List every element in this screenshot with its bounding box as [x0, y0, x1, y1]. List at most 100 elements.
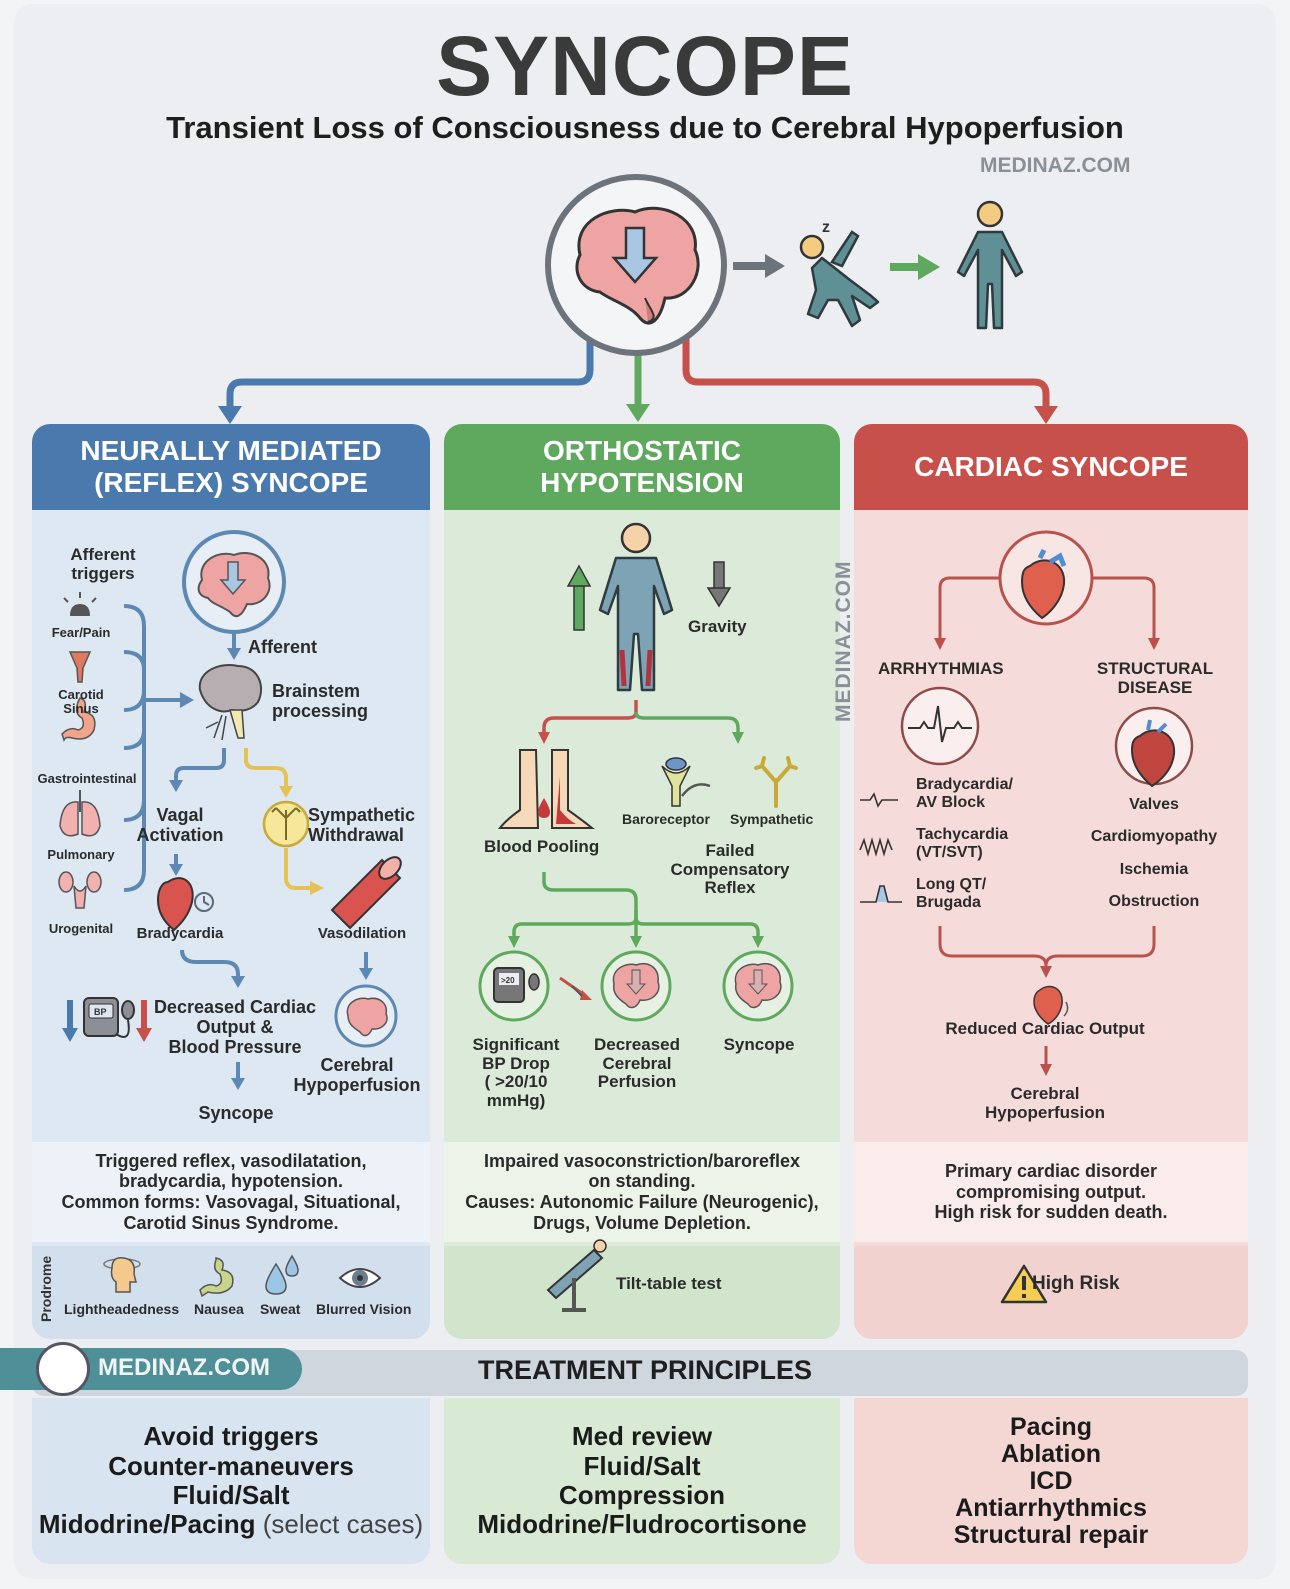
- treatment-orthostatic: Med review Fluid/Salt Compression Midodr…: [444, 1398, 840, 1564]
- bpdrop-line2: BP Drop: [482, 1053, 550, 1073]
- standing-person-icon: [956, 200, 1024, 330]
- arr-item-line2: AV Block: [916, 793, 986, 811]
- prodrome-blurred-vision: Blurred Vision: [316, 1301, 412, 1317]
- reflex-description: Triggered reflex, vasodilatation,bradyca…: [32, 1142, 430, 1242]
- ortho-desc-line: Causes: Autonomic Failure (Neurogenic),: [465, 1192, 819, 1212]
- structural-item-cardiomyopathy: Cardiomyopathy: [1090, 828, 1218, 845]
- branch-reflex-connector: [226, 335, 594, 410]
- bradycardia-heart-icon: [156, 877, 214, 932]
- prodrome-icons: [103, 1254, 382, 1298]
- carotid-line1: Carotid: [58, 687, 104, 702]
- treatment-item: Counter-maneuvers: [108, 1450, 354, 1481]
- structural-line2: DISEASE: [1117, 677, 1193, 697]
- treatment-item: ICD: [1029, 1466, 1073, 1495]
- bradycardia-label: Bradycardia: [136, 925, 224, 942]
- treatment-item: Avoid triggers: [143, 1421, 319, 1452]
- brainstem-line1: Brainstem: [272, 681, 361, 701]
- bpdrop-line1: Significant: [472, 1035, 560, 1054]
- lightheadedness-icon: [103, 1256, 141, 1293]
- high-risk-label: High Risk: [1032, 1273, 1120, 1294]
- blood-pooling-label: Blood Pooling: [484, 837, 600, 856]
- brand-logo-text: MEDINAZ.COM: [98, 1354, 270, 1381]
- arrhythmia-item: Tachycardia(VT/SVT): [916, 826, 1008, 861]
- structural-item-ischemia: Ischemia: [1119, 861, 1189, 878]
- ecg-trace-icon: [908, 705, 972, 743]
- treatment-item: Med review: [571, 1421, 713, 1452]
- bp-badge-text: BP: [94, 1007, 107, 1017]
- afferent-triggers-line2: triggers: [71, 563, 135, 583]
- reflex-desc-line: Triggered reflex, vasodilatation,: [95, 1150, 367, 1171]
- failed-line3: Reflex: [704, 878, 756, 898]
- heart-icon: [1020, 548, 1067, 620]
- symp-line2: Withdrawal: [308, 824, 404, 845]
- panel-reflex-title-line1: NEURALLY MEDIATED: [80, 434, 382, 466]
- treatment-item: Midodrine/Fludrocortisone: [477, 1509, 807, 1540]
- panel-orthostatic-title-line1: ORTHOSTATIC: [542, 434, 742, 466]
- bradycardia-trace-icon: [860, 792, 898, 808]
- blurred-vision-icon: [338, 1268, 382, 1288]
- dcp-line3: Perfusion: [597, 1072, 677, 1092]
- treatment-item: Antiarrhythmics: [955, 1493, 1147, 1522]
- fear-pain-icon: [63, 592, 97, 616]
- structural-line1: STRUCTURAL: [1096, 659, 1214, 678]
- treatment-item: Pacing: [1010, 1412, 1092, 1441]
- up-arrow-icon: [566, 564, 592, 631]
- trigger-pulmonary: Pulmonary: [47, 847, 115, 862]
- treatment-note: (select cases): [262, 1509, 424, 1540]
- treatment-item: Fluid/Salt: [172, 1480, 290, 1510]
- bpdrop-line4: mmHg): [486, 1091, 546, 1111]
- panel-orthostatic-title-line2: HYPOTENSION: [540, 467, 744, 498]
- symp-line1: Sympathetic: [308, 805, 416, 825]
- arrhythmia-item: Bradycardia/AV Block: [916, 776, 1013, 811]
- structural-item-obstruction: Obstruction: [1108, 893, 1200, 910]
- reflex-brain-icon: [197, 552, 271, 618]
- orthostatic-flow-diagram: >20: [478, 522, 798, 1312]
- panel-reflex-title-line2: (REFLEX) SYNCOPE: [94, 467, 368, 498]
- dcp-line1: Decreased: [593, 1035, 680, 1054]
- treatment-item: Structural repair: [953, 1520, 1149, 1549]
- ortho-syncope-label: Syncope: [723, 1035, 795, 1054]
- bpdrop-line3: ( >20/10: [484, 1072, 548, 1092]
- branch-cardiac-connector: [682, 335, 1050, 410]
- cereb-line2: Hypoperfusion: [293, 1074, 421, 1095]
- prodrome-strip: [32, 1246, 430, 1339]
- pulmonary-icon: [59, 790, 101, 837]
- failed-line2: Compensatory: [670, 859, 790, 879]
- arr-item-line1: Tachycardia: [916, 826, 1009, 843]
- cardiac-cereb-line1: Cerebral: [1010, 1084, 1080, 1103]
- treatment-item: Compression: [558, 1480, 726, 1510]
- arr-item-line2: Brugada: [916, 893, 981, 911]
- treatment-title: TREATMENT PRINCIPLES: [477, 1355, 812, 1385]
- trigger-icons: [58, 592, 102, 909]
- afferent-label: Afferent: [248, 637, 318, 657]
- tilt-table-icon: [546, 1239, 607, 1312]
- hero-diagram: z: [218, 174, 1058, 424]
- panel-cardiac-title: CARDIAC SYNCOPE: [914, 450, 1188, 482]
- branch-cardiac-arrowhead: [1034, 406, 1058, 424]
- bp-monitor-icon: BP: [62, 997, 152, 1042]
- trigger-bracket: [123, 604, 146, 892]
- hero-arrow-gray: [733, 262, 767, 270]
- tilt-table-strip: [444, 1246, 840, 1339]
- treatment-item-text: Midodrine/Pacing: [38, 1509, 256, 1540]
- sympathetic-nerve-icon: [754, 756, 798, 808]
- dcp-line2: Cerebral: [602, 1053, 672, 1073]
- sympathetic-label: Sympathetic: [730, 811, 814, 827]
- carotid-line2: Sinus: [63, 701, 99, 717]
- arr-item-line1: Long QT/: [916, 876, 987, 893]
- arrhythmias-heading: ARRHYTHMIAS: [878, 659, 1004, 678]
- baroreceptor-label: Baroreceptor: [622, 811, 710, 827]
- page-subtitle: Transient Loss of Consciousness due to C…: [166, 110, 1124, 145]
- long-qt-trace-icon: [860, 885, 902, 903]
- reflex-desc-line: Common forms: Vasovagal, Situational,: [61, 1192, 401, 1212]
- cardiac-desc-line: High risk for sudden death.: [934, 1202, 1168, 1223]
- failed-line1: Failed: [705, 841, 755, 860]
